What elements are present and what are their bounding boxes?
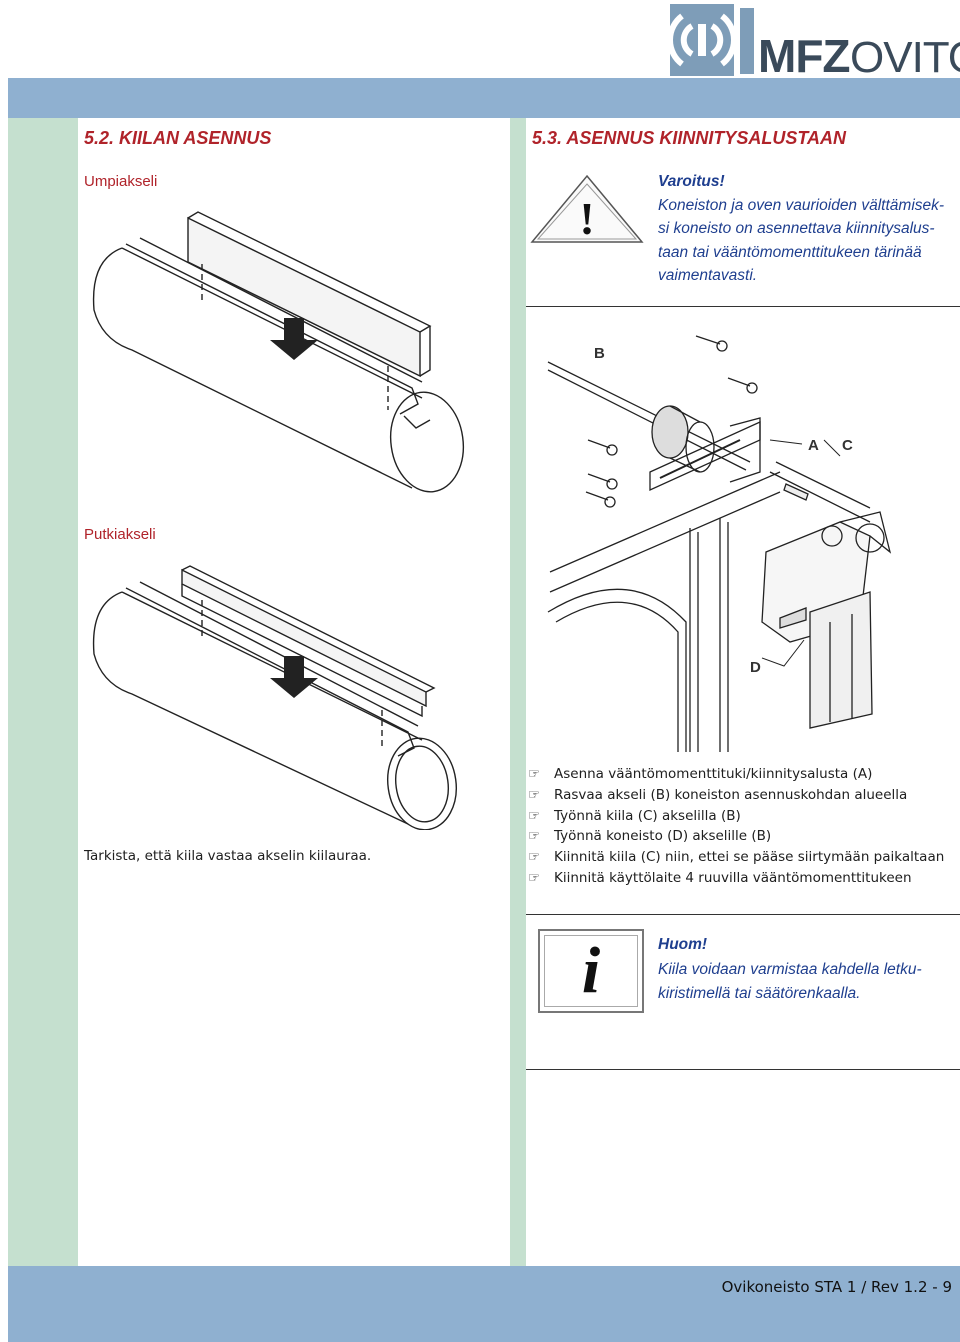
- section-heading-bracket-install: 5.3. ASENNUS KIINNITYSALUSTAAN: [532, 128, 847, 148]
- logo-emblem-icon: MFZ OVITOR: [667, 4, 960, 82]
- down-arrow-icon: [270, 318, 318, 360]
- operator-mounting-diagram: B A C D: [547, 335, 892, 752]
- svg-text:MFZ: MFZ: [758, 30, 850, 78]
- pointing-hand-icon: ☞: [528, 786, 541, 803]
- warning-triangle-icon: !: [530, 174, 644, 244]
- warning-line: Koneiston ja oven vaurioiden välttämisek…: [658, 196, 945, 214]
- list-item: ☞ Asenna vääntömomenttituki/kiinnitysalus…: [528, 764, 960, 785]
- tube-shaft-label: Putkiakseli: [84, 526, 156, 543]
- note-title: Huom!: [658, 936, 708, 953]
- pointing-hand-icon: ☞: [528, 766, 541, 782]
- page-footer: Ovikoneisto STA 1 / Rev 1.2 - 9: [721, 1278, 952, 1296]
- key-check-note: Tarkista, että kiila vastaa akselin kiil…: [84, 848, 372, 864]
- warning-box: ! Varoitus! Koneiston ja oven vaurioiden…: [526, 170, 960, 307]
- step-text: Kiinnitä kiila (C) niin, ettei se pääse …: [554, 849, 945, 866]
- note-box: i Huom! Kiila voidaan varmistaa kahdella…: [526, 914, 960, 1070]
- company-logo: MFZ OVITOR: [667, 4, 960, 82]
- list-item: ☞ Kiinnitä kiila (C) niin, ettei se pääse…: [528, 847, 960, 868]
- pointing-hand-icon: ☞: [528, 849, 541, 866]
- solid-shaft-label: Umpiakseli: [84, 173, 158, 190]
- pointing-hand-icon: ☞: [528, 869, 541, 886]
- svg-text:!: !: [579, 193, 594, 244]
- diagram-label-b: B: [594, 345, 605, 362]
- section-heading-key-install: 5.2. KIILAN ASENNUS: [84, 128, 272, 148]
- step-text: Työnnä koneisto (D) akselille (B): [554, 828, 772, 845]
- list-item: ☞ Työnnä kiila (C) akselilla (B): [528, 806, 960, 827]
- list-item: ☞ Rasvaa akseli (B) koneiston asennuskohd…: [528, 785, 960, 806]
- diagram-label-a: A: [808, 437, 819, 454]
- list-item: ☞ Kiinnitä käyttölaite 4 ruuvilla vääntöm…: [528, 868, 960, 889]
- diagram-label-d: D: [750, 659, 761, 676]
- step-text: Rasvaa akseli (B) koneiston asennuskohda…: [554, 786, 908, 803]
- note-line: Kiila voidaan varmistaa kahdella letku-: [658, 960, 922, 978]
- note-line: kiristimellä tai säätörenkaalla.: [658, 985, 861, 1002]
- pointing-hand-icon: ☞: [528, 828, 541, 845]
- svg-text:OVITOR: OVITOR: [850, 33, 960, 78]
- middle-divider-column: [510, 118, 526, 1266]
- installation-steps-list: ☞ Asenna vääntömomenttituki/kiinnitysalus…: [528, 764, 960, 889]
- solid-shaft-key-illustration: [92, 211, 465, 493]
- diagram-label-c: C: [842, 437, 853, 454]
- header-band: [8, 78, 960, 118]
- footer-band: [8, 1266, 960, 1342]
- left-margin-column: [8, 118, 78, 1266]
- tube-shaft-key-illustration: [92, 565, 457, 830]
- step-text: Työnnä kiila (C) akselilla (B): [554, 807, 741, 824]
- down-arrow-icon: [270, 656, 318, 698]
- warning-line: taan tai vääntömomenttitukeen tärinää: [658, 243, 922, 261]
- warning-title: Varoitus!: [658, 173, 725, 190]
- step-text: Asenna vääntömomenttituki/kiinnitysalust…: [554, 766, 873, 782]
- pointing-hand-icon: ☞: [528, 807, 541, 824]
- warning-line: si koneisto on asennettava kiinnitysalus…: [658, 220, 935, 237]
- warning-line: vaimentavasti.: [658, 267, 758, 284]
- step-text: Kiinnitä käyttölaite 4 ruuvilla vääntömo…: [554, 869, 912, 886]
- info-icon: i: [538, 929, 644, 1013]
- list-item: ☞ Työnnä koneisto (D) akselille (B): [528, 826, 960, 847]
